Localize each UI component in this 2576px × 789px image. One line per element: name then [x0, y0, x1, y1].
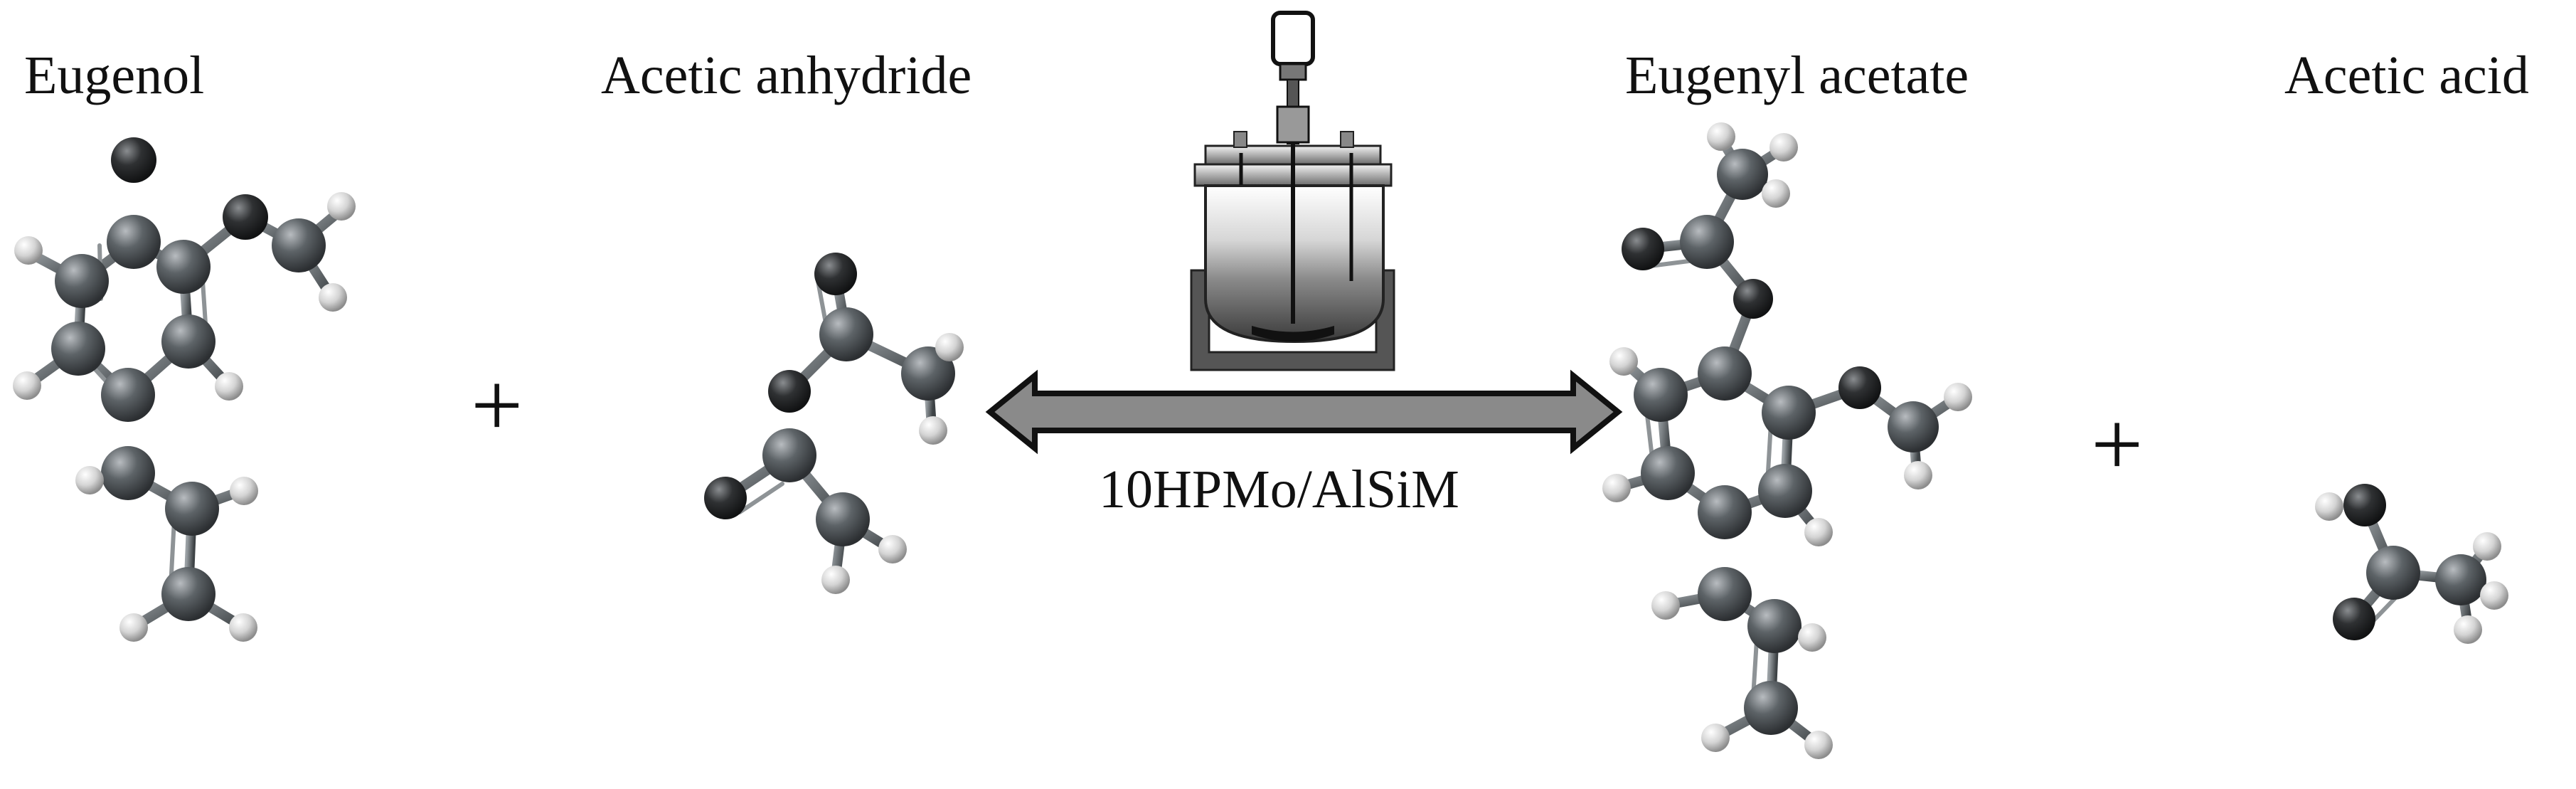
reactor-icon [1190, 11, 1395, 371]
eugenol-label: Eugenol [24, 46, 205, 105]
equilibrium-arrow [985, 369, 1623, 455]
catalyst-label: 10HPMo/AlSiM [1099, 460, 1459, 519]
eugenol-molecule [13, 137, 356, 642]
acetic-anhydride-molecule [704, 253, 964, 594]
acetic-acid-molecule [2315, 484, 2508, 644]
eugenyl-acetate-molecule [1602, 122, 1972, 759]
acetic-anhydride-label: Acetic anhydride [601, 46, 972, 105]
plus-sign-left: + [471, 354, 523, 457]
acetic-acid-label: Acetic acid [2284, 46, 2529, 105]
eugenyl-acetate-label: Eugenyl acetate [1625, 46, 1969, 105]
plus-sign-right: + [2091, 393, 2144, 496]
